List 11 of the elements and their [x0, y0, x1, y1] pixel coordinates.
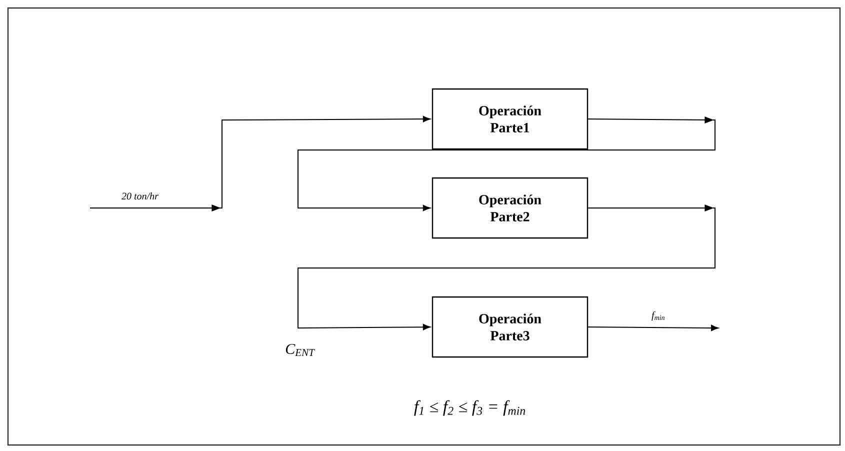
edge-label: 20 ton/hr [122, 192, 158, 200]
stream-label: C$_{ENT}$ [286, 344, 315, 356]
arrow [90, 116, 430, 212]
process-box: Operación Parte2 [432, 177, 588, 239]
formula: f$_{1}$ ≤ f$_{2}$ ≤ f$_{3}$ = f$_{min}$ [414, 400, 526, 416]
edge-label: f$_{min}$ [652, 311, 664, 321]
arrow [298, 116, 716, 212]
process-box: Operación Parte3 [432, 296, 588, 358]
arrow [298, 204, 716, 330]
process-box: Operación Parte1 [432, 88, 588, 150]
arrow [588, 324, 719, 332]
